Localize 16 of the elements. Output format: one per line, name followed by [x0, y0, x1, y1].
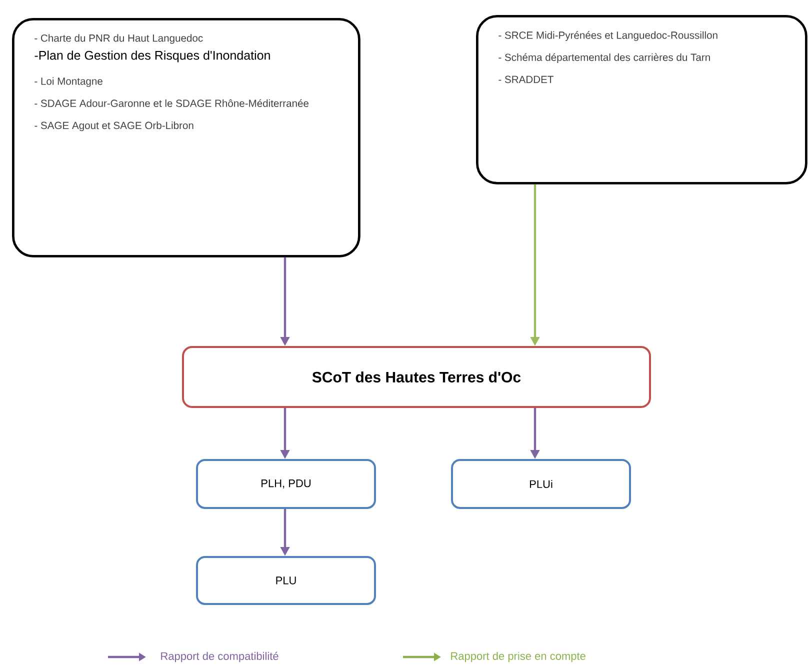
process-box: SCoT des Hautes Terres d'Oc: [182, 346, 651, 408]
list-item: - Charte du PNR du Haut Languedoc: [34, 34, 203, 44]
list-item: - Schéma départemental des carrières du Tarn: [498, 53, 710, 64]
document-box: PLU: [196, 556, 376, 605]
list-item: - SRCE Midi-Pyrénées et Languedoc-Roussillon: [498, 31, 718, 41]
document-box: [476, 14, 808, 184]
document-box: [12, 18, 360, 258]
document-box: PLH, PDU: [196, 458, 376, 509]
list-item: - SDAGE Adour-Garonne et le SDAGE Rhône-Méditerranée: [34, 99, 308, 107]
document-box: PLUi: [451, 458, 631, 509]
list-item: - Loi Montagne: [34, 77, 102, 87]
list-item: - SAGE Agout et SAGE Orb-Libron: [34, 122, 194, 132]
list-item: -Plan de Gestion des Risques d'Inondation: [34, 50, 270, 62]
list-item: - SRADDET: [498, 76, 554, 84]
legend-text: Rapport de compatibilité: [161, 652, 278, 662]
legend-text: Rapport de prise en compte: [451, 652, 586, 662]
